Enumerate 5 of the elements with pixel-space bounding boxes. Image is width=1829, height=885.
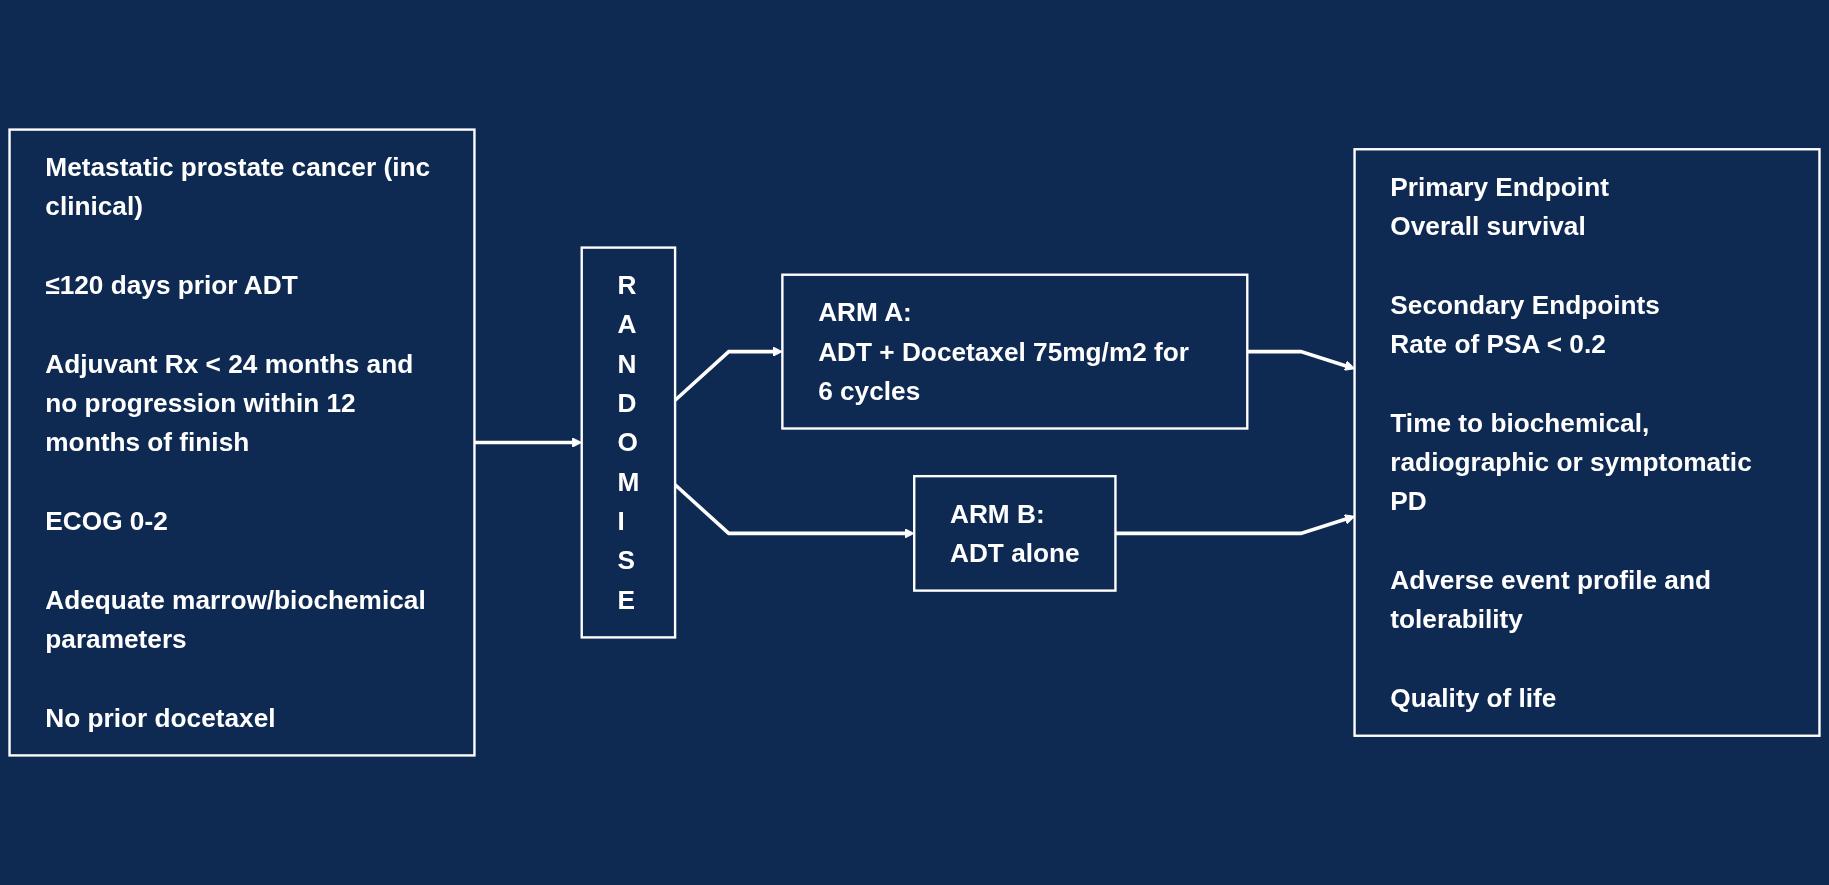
node-box: ARM B: ADT alone xyxy=(913,475,1117,592)
node-box: Primary Endpoint Overall survival Secondary Endpoints Rate of PSA < 0.2 Time to biochemical, radiographic or symptomatic PD Adverse event profile and tolerability Quality of life xyxy=(1353,148,1821,737)
node-box: Metastatic prostate cancer (inc clinical) ≤120 days prior ADT Adjuvant Rx < 24 months and no progression within 12 months of finish ECOG 0-2 Adequate marrow/biochemical parameters No prior docetaxel xyxy=(8,128,476,757)
node-box: RANDOMISE xyxy=(580,246,677,639)
node-box: ARM A: ADT + Docetaxel 75mg/m2 for 6 cycles xyxy=(781,273,1249,430)
